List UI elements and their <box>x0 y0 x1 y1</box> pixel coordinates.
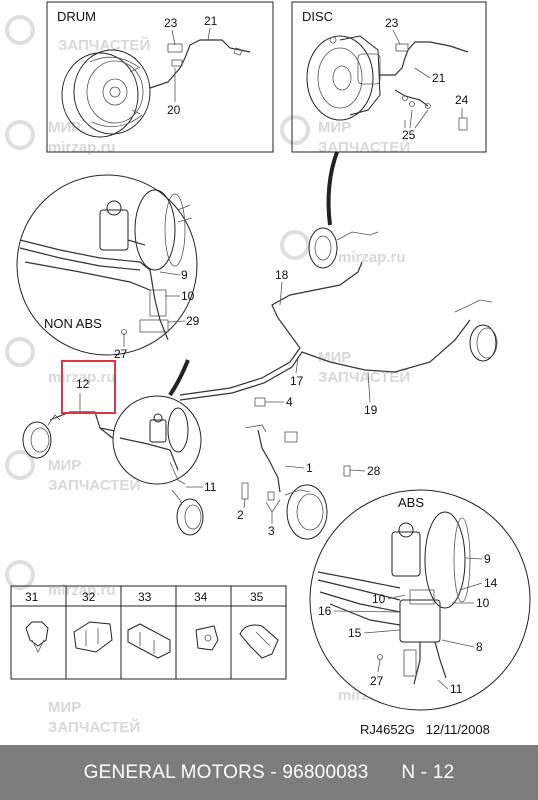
footer-page: N - 12 <box>401 761 455 783</box>
watermark-text: ЗАПЧАСТЕЙ <box>318 368 410 386</box>
watermark-logo-icon <box>280 115 310 145</box>
watermark-logo-icon <box>5 450 35 480</box>
clip-header: 32 <box>82 590 96 604</box>
non-abs-inset: NON ABS 9 10 29 27 <box>16 174 200 361</box>
callout-29: 29 <box>186 314 200 328</box>
clip-header: 35 <box>250 590 264 604</box>
master-cylinder-illustration <box>19 189 193 341</box>
callout-8: 8 <box>476 640 483 654</box>
disc-hose-illustration <box>380 41 469 131</box>
drum-brake-illustration <box>61 49 151 138</box>
drum-hose-illustration <box>149 39 251 89</box>
watermark-text: ЗАПЧАСТЕЙ <box>58 36 150 54</box>
lower-brake-illustration <box>171 489 204 536</box>
callout-23: 23 <box>385 16 399 30</box>
disc-brake-illustration <box>306 35 381 121</box>
callout-4: 4 <box>286 395 293 409</box>
callout-1: 1 <box>306 461 313 475</box>
disc-title: DISC <box>302 9 333 24</box>
footer-separator: - <box>264 761 283 783</box>
watermark-text: МИР <box>48 119 81 136</box>
watermark-text: mirzap.ru <box>48 369 116 386</box>
abs-modulator-illustration <box>317 511 471 685</box>
callout-19: 19 <box>364 403 378 417</box>
callout-2: 2 <box>237 508 244 522</box>
callout-14: 14 <box>484 576 498 590</box>
watermark-text: mirzap.ru <box>338 249 406 266</box>
callout-16: 16 <box>318 604 332 618</box>
callout-9: 9 <box>181 268 188 282</box>
callout-27: 27 <box>370 674 384 688</box>
footer-bar: GENERAL MOTORS - 96800083 N - 12 <box>0 745 538 800</box>
callout-28: 28 <box>367 464 381 478</box>
parts-diagram: МИР mirzap.ru ЗАПЧАСТЕЙ МИР ЗАПЧАСТЕЙ mi… <box>5 1 531 737</box>
callout-10: 10 <box>372 592 386 606</box>
drum-title: DRUM <box>57 9 96 24</box>
watermark-text: ЗАПЧАСТЕЙ <box>48 718 140 736</box>
clip-header: 33 <box>138 590 152 604</box>
footer-brand: GENERAL MOTORS <box>83 761 265 783</box>
clip-33-icon <box>127 623 171 659</box>
footer-part-number: 96800083 <box>282 761 369 783</box>
callout-25: 25 <box>402 128 416 142</box>
clip-table: 31 32 33 34 35 <box>10 585 287 680</box>
rear-brake-illustration <box>454 299 498 362</box>
watermark-text: МИР <box>318 349 351 366</box>
watermark-text: МИР <box>48 699 81 716</box>
abs-title: ABS <box>398 495 424 510</box>
watermark-text: mirzap.ru <box>48 139 116 156</box>
callout-3: 3 <box>268 524 275 538</box>
front-right-disc-illustration <box>308 227 379 269</box>
callout-27: 27 <box>114 347 128 361</box>
watermark-text: ЗАПЧАСТЕЙ <box>318 138 410 156</box>
callout-9: 9 <box>484 552 491 566</box>
callout-11: 11 <box>450 682 463 696</box>
highlight-box-12 <box>61 360 116 414</box>
clip-header: 34 <box>194 590 208 604</box>
callout-10: 10 <box>181 289 195 303</box>
clip-header: 31 <box>25 590 39 604</box>
hose-assembly-illustration <box>241 424 328 540</box>
callout-21: 21 <box>204 14 218 28</box>
callout-21: 21 <box>432 71 446 85</box>
front-left-brake-illustration <box>22 414 61 459</box>
watermark-logo-icon <box>5 560 35 590</box>
callout-20: 20 <box>167 103 181 117</box>
watermark-logo-icon <box>5 120 35 150</box>
callout-18: 18 <box>275 268 289 282</box>
callout-15: 15 <box>348 626 362 640</box>
clip-32-icon <box>73 621 113 653</box>
callout-24: 24 <box>455 93 469 107</box>
watermark-logo-icon <box>280 230 310 260</box>
callout-12: 12 <box>76 377 90 391</box>
drum-inset: DRUM 23 21 20 <box>46 1 274 153</box>
watermark-text: МИР <box>48 457 81 474</box>
drawing-reference: RJ4652G 12/11/2008 <box>360 722 490 737</box>
callout-11: 11 <box>204 480 217 494</box>
watermark-logo-icon <box>5 337 35 367</box>
watermark-logo-icon <box>5 15 35 45</box>
abs-inset: ABS 9 14 10 10 16 15 8 27 <box>309 489 531 711</box>
clip-31-icon <box>25 621 49 653</box>
watermark-text: МИР <box>318 119 351 136</box>
clip-34-icon <box>195 625 219 651</box>
non-abs-title: NON ABS <box>44 316 102 331</box>
callout-17: 17 <box>290 374 304 388</box>
disc-inset: DISC 23 21 24 25 <box>291 1 487 153</box>
clip-35-icon <box>239 624 279 659</box>
callout-23: 23 <box>164 16 178 30</box>
footer-gap <box>369 762 402 784</box>
callout-10: 10 <box>476 596 490 610</box>
center-inset <box>112 395 202 485</box>
watermark-text: ЗАПЧАСТЕЙ <box>48 476 140 494</box>
